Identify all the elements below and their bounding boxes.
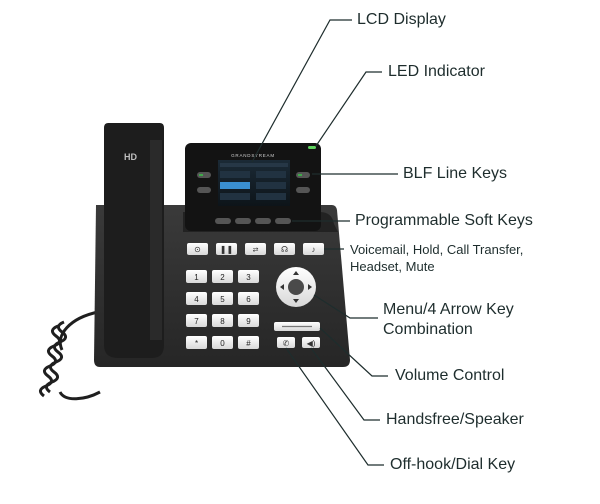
voicemail-icon: ⊙ (194, 245, 201, 254)
dial-key[interactable]: 5 (212, 292, 233, 305)
dial-key[interactable]: # (238, 336, 259, 349)
led-indicator (308, 146, 316, 149)
volume-control[interactable] (274, 322, 320, 331)
hold-icon: ❚❚ (220, 245, 233, 254)
svg-text:#: # (246, 339, 251, 348)
speaker-icon: ◀) (307, 339, 316, 348)
blf-line-keys-label: BLF Line Keys (403, 165, 508, 182)
phone-icon: ✆ (283, 339, 290, 348)
svg-text:3: 3 (246, 273, 251, 282)
dial-key[interactable]: 6 (238, 292, 259, 305)
dial-key[interactable]: 1 (186, 270, 207, 283)
dial-key[interactable]: 7 (186, 314, 207, 327)
handsfree-speaker-label: Handsfree/Speaker (386, 411, 524, 428)
menu-leader (313, 294, 378, 319)
mute-icon: ♪ (312, 245, 316, 254)
svg-text:2: 2 (220, 273, 225, 282)
dial-key[interactable]: 9 (238, 314, 259, 327)
lcd-display-label: LCD Display (357, 11, 446, 28)
soft-key-1[interactable] (215, 218, 231, 224)
arrow-down-icon[interactable] (293, 299, 299, 303)
handset-hd-label: HD (124, 152, 137, 162)
navigation-cluster (276, 267, 316, 307)
dial-pad: 1 2 3 4 5 6 7 8 9 * 0 # (186, 270, 259, 349)
svg-text:8: 8 (220, 317, 225, 326)
led-indicator-leader (315, 71, 382, 147)
line-key-1[interactable] (197, 172, 211, 178)
svg-text:9: 9 (246, 317, 251, 326)
leader-lines (251, 19, 398, 466)
svg-text:4: 4 (194, 295, 199, 304)
svg-text:*: * (195, 339, 198, 348)
function-keys: ⊙ ❚❚ ⇄ ☊ ♪ (187, 243, 324, 255)
handset: HD (104, 123, 164, 358)
function-keys-label-line2: Headset, Mute (350, 259, 435, 274)
lcd-housing: GRANDSTREAM (185, 143, 321, 231)
headset-icon: ☊ (281, 245, 288, 254)
dial-key[interactable]: 4 (186, 292, 207, 305)
offhook-dial-key[interactable] (277, 337, 295, 348)
programmable-soft-keys-label: Programmable Soft Keys (355, 212, 533, 229)
transfer-key[interactable] (245, 243, 266, 255)
menu-arrow-label: Menu/4 Arrow Key Combination (383, 300, 514, 340)
dial-key[interactable]: 8 (212, 314, 233, 327)
line-key-3[interactable] (296, 172, 310, 178)
dial-key[interactable]: 2 (212, 270, 233, 283)
menu-arrow-label-line2: Combination (383, 321, 473, 338)
svg-text:1: 1 (194, 273, 199, 282)
soft-key-3[interactable] (255, 218, 271, 224)
transfer-icon: ⇄ (253, 247, 259, 254)
soft-key-2[interactable] (235, 218, 251, 224)
brand-label: GRANDSTREAM (231, 153, 275, 158)
arrow-up-icon[interactable] (293, 271, 299, 275)
svg-text:6: 6 (246, 295, 251, 304)
function-keys-label-line1: Voicemail, Hold, Call Transfer, (350, 242, 524, 257)
svg-text:7: 7 (194, 317, 199, 326)
menu-arrow-label-line1: Menu/4 Arrow Key (383, 301, 514, 318)
lcd-display-leader (251, 19, 352, 163)
mute-key[interactable] (303, 243, 324, 255)
voicemail-key[interactable] (187, 243, 208, 255)
volume-control-label: Volume Control (395, 367, 505, 384)
headset-key[interactable] (274, 243, 295, 255)
led-indicator-label: LED Indicator (388, 63, 485, 80)
line-key-4[interactable] (296, 187, 310, 193)
function-keys-label: Voicemail, Hold, Call Transfer, Headset,… (350, 241, 523, 275)
menu-ok-button[interactable] (288, 279, 304, 295)
volume-leader (319, 327, 388, 377)
dial-key[interactable]: 3 (238, 270, 259, 283)
speaker-leader (310, 347, 380, 421)
arrow-right-icon[interactable] (308, 284, 312, 290)
svg-text:5: 5 (220, 295, 225, 304)
line-key-2[interactable] (197, 187, 211, 193)
hold-key[interactable] (216, 243, 237, 255)
svg-text:0: 0 (220, 339, 225, 348)
dial-key[interactable]: 0 (212, 336, 233, 349)
arrow-left-icon[interactable] (280, 284, 284, 290)
offhook-leader (285, 347, 384, 466)
dial-key[interactable]: * (186, 336, 207, 349)
speaker-key[interactable] (302, 337, 320, 348)
soft-key-4[interactable] (275, 218, 291, 224)
offhook-dial-label: Off-hook/Dial Key (390, 456, 516, 473)
coiled-cord (39, 310, 101, 401)
